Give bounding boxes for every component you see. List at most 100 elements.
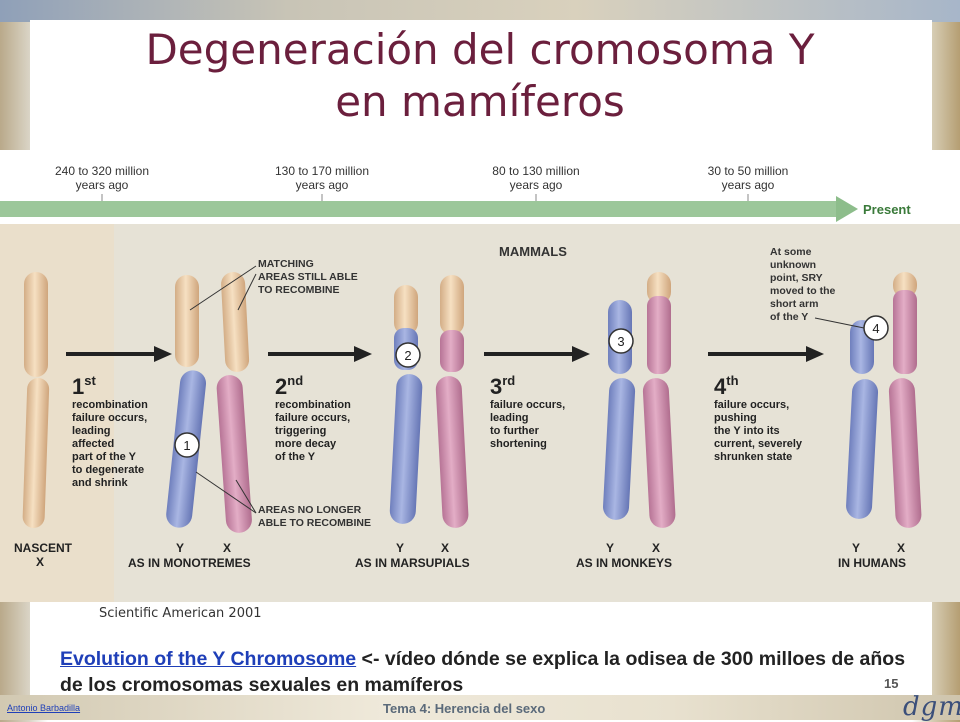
sry-line-2: unknown bbox=[770, 259, 816, 271]
step-2-line-2: failure occurs, bbox=[275, 412, 350, 424]
marsupial-x-chromosome bbox=[435, 275, 469, 528]
step-4-suffix: th bbox=[726, 373, 738, 388]
present-label: Present bbox=[863, 202, 911, 217]
step-1-line-6: to degenerate bbox=[72, 464, 144, 476]
human-y-label: Y bbox=[852, 541, 860, 555]
marsupial-y-label: Y bbox=[396, 541, 404, 555]
dgm-logo: dgm bbox=[903, 692, 960, 722]
mammals-panel bbox=[114, 224, 960, 602]
marker-2-label: 2 bbox=[404, 348, 411, 363]
timeline-arrowhead bbox=[836, 196, 858, 222]
timeline-label-4b: years ago bbox=[722, 178, 775, 192]
step-4-line-1: failure occurs, bbox=[714, 399, 789, 411]
species-monkeys: AS IN MONKEYS bbox=[576, 556, 672, 570]
marker-2: 2 bbox=[395, 342, 421, 368]
slide-title: Degeneración del cromosoma Y en mamífero… bbox=[0, 24, 960, 128]
sry-line-6: of the Y bbox=[770, 311, 808, 323]
title-line-1: Degeneración del cromosoma Y bbox=[145, 25, 815, 74]
step-1-description: 1st recombination failure occurs, leadin… bbox=[72, 373, 148, 489]
timeline-label-2a: 130 to 170 million bbox=[275, 164, 369, 178]
step-2-number: 2 bbox=[275, 374, 287, 399]
step-3-description: 3rd failure occurs, leading to further s… bbox=[490, 373, 565, 450]
step-1-line-5: part of the Y bbox=[72, 451, 137, 463]
nascent-label-2: X bbox=[36, 555, 44, 569]
sry-line-5: short arm bbox=[770, 298, 818, 310]
timeline-label-1a: 240 to 320 million bbox=[55, 164, 149, 178]
step-4-line-3: the Y into its bbox=[714, 425, 780, 437]
timeline-label-3a: 80 to 130 million bbox=[492, 164, 579, 178]
monotreme-x-chromosome bbox=[216, 272, 252, 533]
page-number: 15 bbox=[884, 676, 899, 691]
step-3-line-1: failure occurs, bbox=[490, 399, 565, 411]
step-2-line-1: recombination bbox=[275, 399, 351, 411]
author-link[interactable]: Antonio Barbadilla bbox=[7, 703, 81, 713]
timeline-label-4a: 30 to 50 million bbox=[708, 164, 789, 178]
monkey-x-chromosome bbox=[642, 272, 676, 528]
video-text: <- vídeo dónde se explica la odisea de 3… bbox=[60, 648, 906, 696]
step-2-description: 2nd recombination failure occurs, trigge… bbox=[275, 373, 351, 463]
svg-text:3rd: 3rd bbox=[490, 373, 515, 399]
step-3-line-3: to further bbox=[490, 425, 540, 437]
step-3-line-2: leading bbox=[490, 412, 529, 424]
monkey-x-label: X bbox=[652, 541, 660, 555]
monotreme-x-label: X bbox=[223, 541, 231, 555]
y-chromosome-figure: 240 to 320 million years ago 130 to 170 … bbox=[0, 150, 960, 602]
svg-text:2nd: 2nd bbox=[275, 373, 303, 399]
slide-frame-bottom bbox=[0, 695, 960, 720]
matching-line-1: MATCHING bbox=[258, 258, 314, 270]
marker-1: 1 bbox=[174, 432, 200, 458]
marker-4-label: 4 bbox=[872, 321, 879, 336]
sry-line-1: At some bbox=[770, 246, 812, 258]
no-longer-line-1: AREAS NO LONGER bbox=[258, 504, 362, 516]
marsupial-x-label: X bbox=[441, 541, 449, 555]
sry-line-3: point, SRY bbox=[770, 272, 823, 284]
areas-no-longer-annotation: AREAS NO LONGER ABLE TO RECOMBINE bbox=[195, 471, 371, 529]
species-marsupials: AS IN MARSUPIALS bbox=[355, 556, 470, 570]
matching-line-3: TO RECOMBINE bbox=[258, 284, 339, 296]
footer-title: Tema 4: Herencia del sexo bbox=[383, 701, 546, 716]
step-4-line-2: pushing bbox=[714, 412, 757, 424]
step-arrows bbox=[66, 346, 824, 362]
step-1-line-3: leading bbox=[72, 425, 111, 437]
step-1-line-4: affected bbox=[72, 438, 114, 450]
step-4-line-4: current, severely bbox=[714, 438, 803, 450]
step-1-line-7: and shrink bbox=[72, 477, 129, 489]
mammals-label: MAMMALS bbox=[499, 244, 567, 259]
slide-frame-top bbox=[0, 0, 960, 22]
step-2-suffix: nd bbox=[287, 373, 303, 388]
title-line-2: en mamíferos bbox=[335, 77, 625, 126]
chromosome-labels: NASCENT X Y X AS IN MONOTREMES Y X AS IN… bbox=[14, 541, 906, 570]
step-4-number: 4 bbox=[714, 374, 727, 399]
matching-line-2: AREAS STILL ABLE bbox=[258, 271, 358, 283]
svg-text:4th: 4th bbox=[714, 373, 739, 399]
step-2-line-5: of the Y bbox=[275, 451, 316, 463]
step-1-line-1: recombination bbox=[72, 399, 148, 411]
monotreme-y-label: Y bbox=[176, 541, 184, 555]
step-4-description: 4th failure occurs, pushing the Y into i… bbox=[714, 373, 803, 463]
svg-text:1st: 1st bbox=[72, 373, 96, 399]
marker-3: 3 bbox=[608, 328, 634, 354]
marker-1-label: 1 bbox=[183, 438, 190, 453]
video-link[interactable]: Evolution of the Y Chromosome bbox=[60, 648, 357, 670]
nascent-label-1: NASCENT bbox=[14, 541, 73, 555]
human-x-chromosome bbox=[888, 272, 922, 528]
timeline-bar bbox=[0, 201, 836, 217]
sry-line-4: moved to the bbox=[770, 285, 835, 297]
timeline-label-2b: years ago bbox=[296, 178, 349, 192]
human-y-chromosome bbox=[846, 320, 879, 519]
species-monotremes: AS IN MONOTREMES bbox=[128, 556, 251, 570]
step-1-line-2: failure occurs, bbox=[72, 412, 147, 424]
step-3-suffix: rd bbox=[502, 373, 515, 388]
step-1-number: 1 bbox=[72, 374, 84, 399]
human-x-label: X bbox=[897, 541, 905, 555]
no-longer-line-2: ABLE TO RECOMBINE bbox=[258, 517, 371, 529]
video-description: Evolution of the Y Chromosome <- vídeo d… bbox=[60, 646, 920, 698]
step-3-number: 3 bbox=[490, 374, 502, 399]
step-4-line-5: shrunken state bbox=[714, 451, 792, 463]
timeline-label-3b: years ago bbox=[510, 178, 563, 192]
figure-caption: Scientific American 2001 bbox=[99, 606, 262, 621]
marker-3-label: 3 bbox=[617, 334, 624, 349]
sry-annotation: At some unknown point, SRY moved to the … bbox=[770, 246, 865, 329]
ancestral-panel bbox=[0, 224, 114, 602]
timeline: 240 to 320 million years ago 130 to 170 … bbox=[0, 164, 911, 222]
